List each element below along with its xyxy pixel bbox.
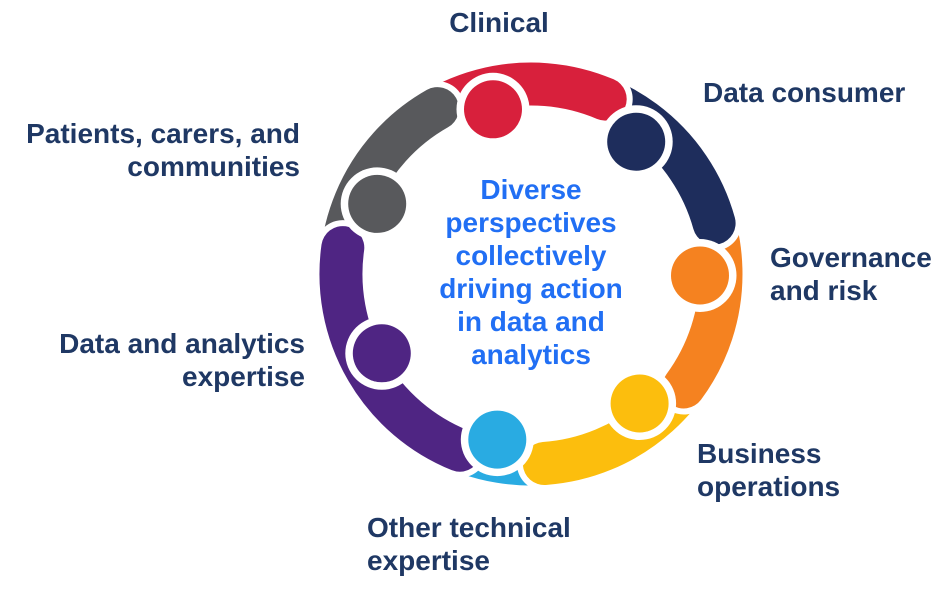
label-governance-and-risk: Governance and risk [770, 242, 932, 306]
person-head-clinical [464, 80, 522, 139]
person-head-other-technical-expertise [468, 410, 527, 469]
person-head-data-consumer [607, 112, 666, 171]
label-patients-carers-and-communities: Patients, carers, and communities [26, 118, 300, 182]
label-data-consumer: Data consumer [703, 77, 906, 108]
person-head-governance-and-risk [671, 246, 729, 305]
label-other-technical-expertise: Other technical expertise [367, 512, 571, 576]
person-head-data-and-analytics-expertise [352, 324, 411, 383]
label-data-and-analytics-expertise: Data and analytics expertise [59, 328, 305, 392]
person-head-business-operations [610, 374, 669, 433]
label-business-operations: Business operations [697, 438, 841, 502]
label-clinical: Clinical [449, 7, 549, 38]
center-message: Diverse perspectives collectively drivin… [439, 174, 623, 370]
person-head-patients-carers-and-communities [348, 174, 407, 233]
